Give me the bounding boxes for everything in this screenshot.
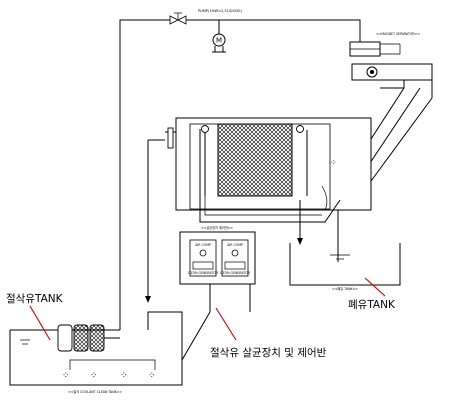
filter-cartridges <box>57 324 120 352</box>
return-pipe-right <box>297 200 339 250</box>
ozon-gen-1-label: OZON GENERATOR <box>188 271 219 275</box>
sterilizer-unit-tag: <<살균장치 제어반>> <box>201 225 234 230</box>
pump-label: PUMP(1HW×2,5L/DOGE) <box>198 9 243 13</box>
filter-mesh <box>217 123 293 197</box>
annotation-waste-tank: 폐유TANK <box>348 277 396 311</box>
pump: M PUMP(1HW×2,5L/DOGE) <box>198 9 243 53</box>
annotation-coolant-tank: 절삭유TANK <box>6 292 64 341</box>
magnet-separator-tag: <<MAGNET SEPARATOR>> <box>376 32 420 36</box>
diffusers: ⁘ ⁘ ⁘ ⁘ <box>62 359 156 380</box>
main-treatment-tank: ⁘ <box>165 117 372 223</box>
air-comp-1-label: AIR COMP <box>195 243 211 247</box>
pump-motor-icon <box>212 33 226 47</box>
waste-tank-label: 폐유TANK <box>348 299 396 311</box>
magnet-separator: <<MAGNET SEPARATOR>> <box>349 32 420 57</box>
annotation-sterilizer: 절삭유 살균장치 및 제어반 <box>210 307 327 359</box>
svg-text:⁘: ⁘ <box>330 158 337 167</box>
svg-text:⁘: ⁘ <box>62 370 70 380</box>
ozon-gen-2-label: OZON GENERATOR <box>220 271 251 275</box>
sterilizer-label: 절삭유 살균장치 및 제어반 <box>210 346 327 359</box>
svg-text:⁘: ⁘ <box>120 370 128 380</box>
ozone-supply-pipe <box>181 311 211 361</box>
coolant-tank-label: 절삭유TANK <box>6 292 64 305</box>
waste-tank-tag: <<폐유 TANK>> <box>332 286 358 291</box>
svg-text:M: M <box>216 37 222 45</box>
coolant-clean-tank: <<절삭 COOLANT CLEAN TANK>> ⁘ ⁘ ⁘ ⁘ <box>9 311 183 394</box>
svg-text:⁘: ⁘ <box>148 370 156 380</box>
waste-oil-tank: <<폐유 TANK>> <box>289 243 401 291</box>
air-comp-2-label: AIR COMP <box>227 243 243 247</box>
svg-text:⁘: ⁘ <box>90 370 98 380</box>
coolant-tank-tag: <<절삭 COOLANT CLEAN TANK>> <box>68 389 122 394</box>
return-pipe-left <box>145 139 165 303</box>
sterilizer-control-panel: <<살균장치 제어반>> AIR COMP AIR COMP OZON GENE… <box>179 225 256 312</box>
valve-icon <box>169 12 187 25</box>
top-supply-pipe <box>119 19 361 330</box>
